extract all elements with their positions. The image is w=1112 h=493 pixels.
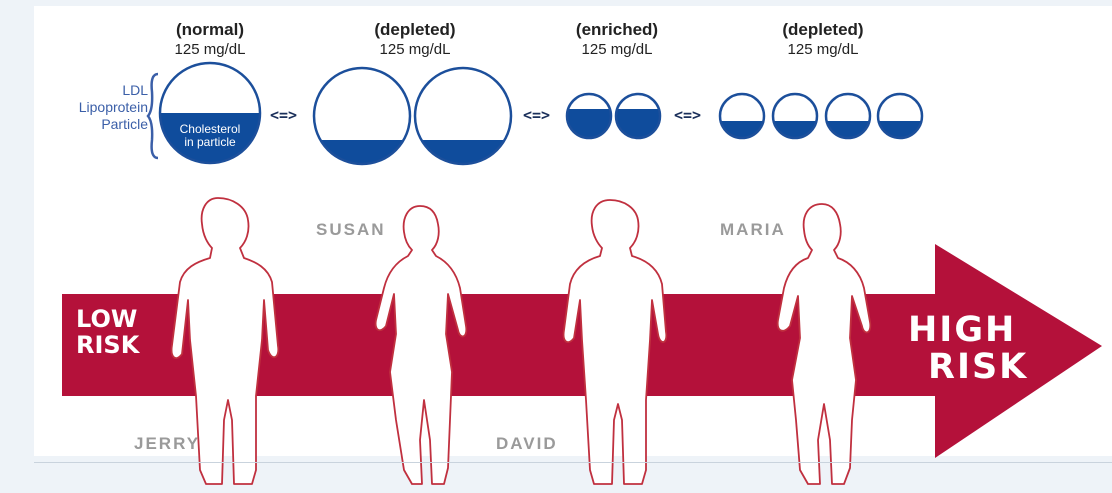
person-name-maria: MARIA (720, 220, 786, 240)
person-name-jerry: JERRY (134, 434, 200, 454)
person-name-susan: SUSAN (316, 220, 386, 240)
person-icon-maria (778, 204, 871, 484)
divider (34, 462, 1112, 463)
person-icon-susan (376, 206, 467, 484)
person-name-david: DAVID (496, 434, 558, 454)
person-icon-david (564, 200, 667, 484)
